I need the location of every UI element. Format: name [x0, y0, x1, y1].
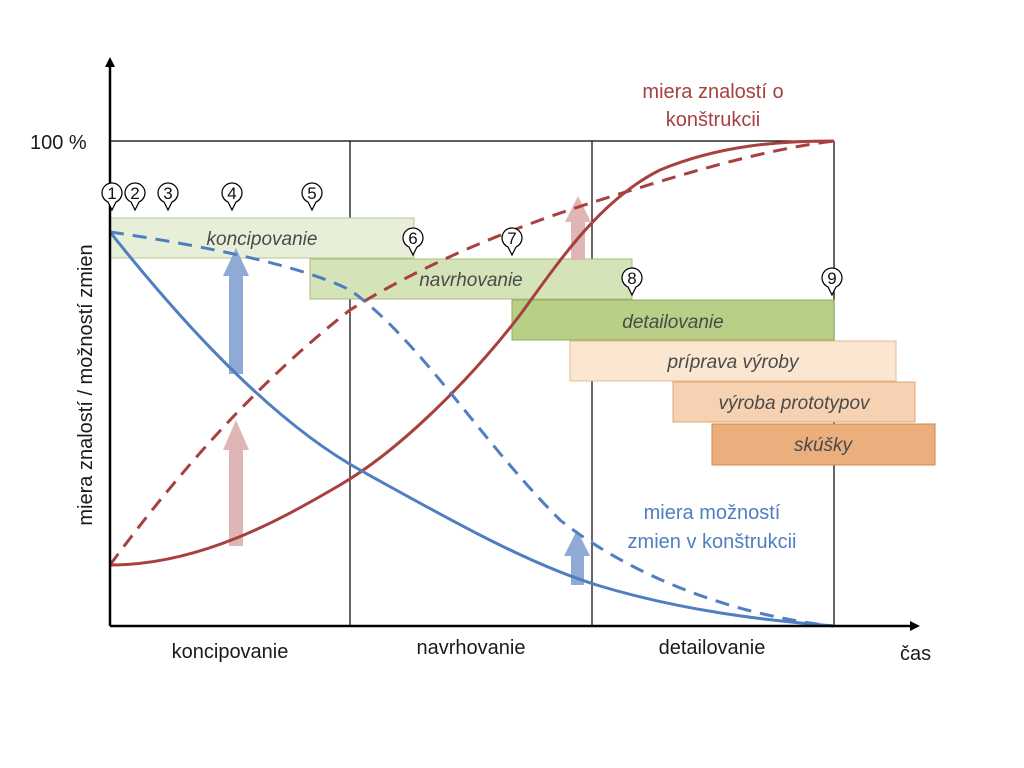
svg-text:7: 7: [507, 229, 516, 248]
bar-vyroba-prototypov: [672, 381, 916, 423]
x-axis-label: čas: [900, 643, 931, 665]
changes-curve-dashed: [109, 230, 835, 628]
bar-skusky: [711, 423, 936, 466]
svg-text:1: 1: [107, 184, 116, 203]
bar-detailovanie: [511, 299, 835, 341]
bar-label-skusky: skúšky: [794, 435, 854, 456]
knowledge-curve-dashed: [108, 139, 835, 566]
y-axis-label: miera znalostí / možností zmien: [75, 244, 97, 525]
phase-label-detailovanie: detailovanie: [659, 637, 766, 659]
knowledge-curve-solid: [109, 139, 835, 567]
svg-text:2: 2: [130, 184, 139, 203]
marker-6: 6: [402, 227, 424, 257]
bar-label-koncipovanie: koncipovanie: [207, 229, 318, 250]
svg-text:6: 6: [408, 229, 417, 248]
marker-2: 2: [124, 182, 146, 212]
bar-label-navrhovanie: navrhovanie: [419, 270, 523, 291]
svg-text:4: 4: [227, 184, 236, 203]
pink-arrow-left: [223, 420, 249, 546]
marker-1: 1: [101, 182, 123, 212]
blue-arrow-left: [223, 248, 249, 374]
marker-8: 8: [621, 267, 643, 297]
y-tick-100: 100 %: [30, 132, 87, 154]
blue-arrow-right: [564, 530, 590, 585]
bar-navrhovanie: [309, 258, 633, 300]
activity-bars: koncipovanie navrhovanie detailovanie pr…: [109, 217, 936, 466]
marker-5: 5: [301, 182, 323, 212]
marker-3: 3: [157, 182, 179, 212]
changes-label-line1: miera možností: [644, 502, 781, 524]
svg-text:3: 3: [163, 184, 172, 203]
svg-text:8: 8: [627, 269, 636, 288]
bar-label-vyroba-prototypov: výroba prototypov: [718, 393, 871, 414]
svg-text:5: 5: [307, 184, 316, 203]
marker-9: 9: [821, 267, 843, 297]
marker-4: 4: [221, 182, 243, 212]
changes-label-line2: zmien v konštrukcii: [628, 531, 797, 553]
knowledge-label-line2: konštrukcii: [666, 109, 760, 131]
changes-curve-solid: [108, 231, 835, 628]
bar-koncipovanie: [109, 217, 415, 259]
knowledge-label-line1: miera znalostí o: [642, 81, 783, 103]
bar-priprava-vyroby: [569, 340, 897, 382]
marker-7: 7: [501, 227, 523, 257]
phase-label-koncipovanie: koncipovanie: [172, 641, 289, 663]
phase-label-navrhovanie: navrhovanie: [417, 637, 526, 659]
progress-arrows: [223, 196, 591, 585]
curves: [108, 139, 835, 628]
bar-label-priprava-vyroby: príprava výroby: [667, 352, 800, 373]
svg-text:9: 9: [827, 269, 836, 288]
markers: 1 2 3 4 5 6 7 8: [101, 182, 843, 297]
bar-label-detailovanie: detailovanie: [622, 312, 723, 333]
